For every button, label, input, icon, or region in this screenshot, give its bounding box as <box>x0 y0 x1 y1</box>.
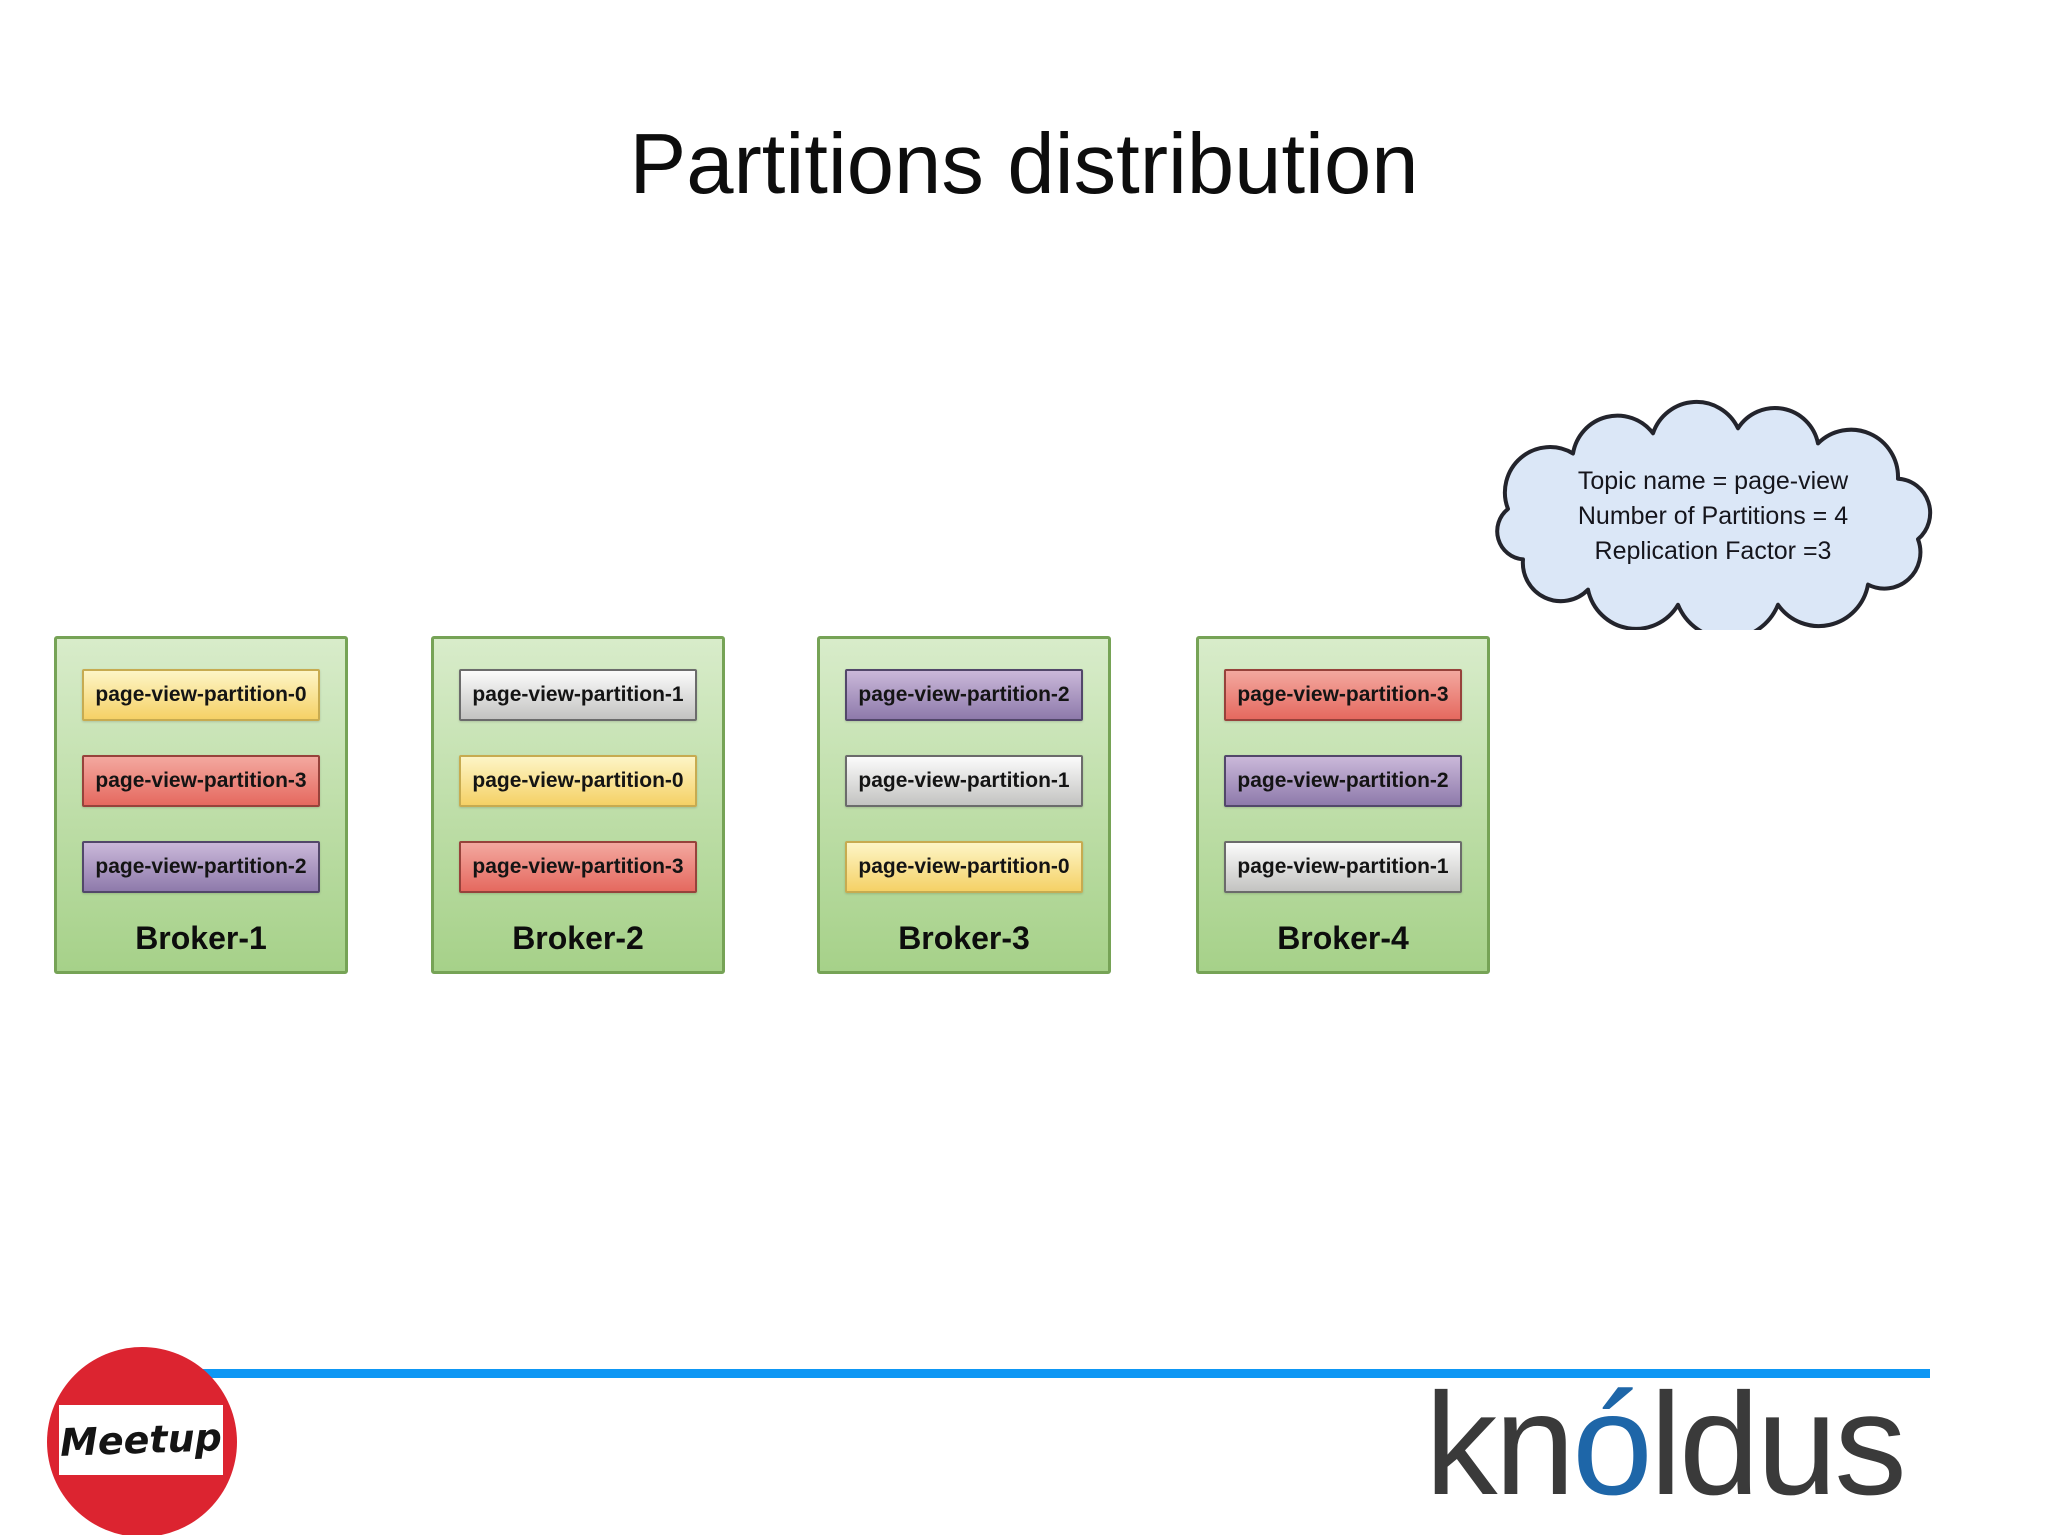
cloud-text: Topic name = page-view Number of Partiti… <box>1478 398 1948 630</box>
broker-box-2: page-view-partition-1 page-view-partition… <box>431 636 725 974</box>
partition-pill: page-view-partition-1 <box>1224 841 1462 893</box>
broker-box-4: page-view-partition-3 page-view-partition… <box>1196 636 1490 974</box>
partition-pill: page-view-partition-0 <box>845 841 1083 893</box>
partition-pill: page-view-partition-2 <box>845 669 1083 721</box>
broker-box-1: page-view-partition-0 page-view-partition… <box>54 636 348 974</box>
cloud-line-topic: Topic name = page-view <box>1577 466 1849 495</box>
cloud-shape <box>1495 399 1933 630</box>
knoldus-logo-accent: ó <box>1572 1363 1653 1525</box>
partition-pill: page-view-partition-1 <box>459 669 697 721</box>
topic-info-callout: Topic name = page-view Number of Partiti… <box>1478 398 1948 630</box>
partition-pill: page-view-partition-3 <box>82 755 320 807</box>
broker-label: Broker-3 <box>898 920 1030 956</box>
meetup-logo-band: Meetup <box>59 1405 223 1475</box>
meetup-logo: Meetup <box>47 1347 237 1535</box>
slide-title: Partitions distribution <box>629 117 1419 212</box>
partition-pill: page-view-partition-0 <box>82 669 320 721</box>
cloud-path <box>1495 399 1933 630</box>
knoldus-logo-prefix: kn <box>1425 1363 1575 1525</box>
broker-label: Broker-4 <box>1277 920 1409 956</box>
partition-pill: page-view-partition-2 <box>82 841 320 893</box>
partition-pill: page-view-partition-3 <box>1224 669 1462 721</box>
knoldus-logo: knóldus <box>1425 1372 1907 1517</box>
broker-label: Broker-2 <box>512 920 644 956</box>
partition-pill: page-view-partition-2 <box>1224 755 1462 807</box>
partition-pill: page-view-partition-1 <box>845 755 1083 807</box>
cloud-line-replication: Replication Factor =3 <box>1594 536 1832 565</box>
broker-box-3: page-view-partition-2 page-view-partition… <box>817 636 1111 974</box>
footer-accent-line <box>150 1369 1930 1378</box>
cloud-line-partitions: Number of Partitions = 4 <box>1577 501 1849 530</box>
meetup-logo-text: Meetup <box>59 1415 223 1465</box>
broker-label: Broker-1 <box>135 920 267 956</box>
partition-pill: page-view-partition-3 <box>459 841 697 893</box>
partition-pill: page-view-partition-0 <box>459 755 697 807</box>
knoldus-logo-suffix: ldus <box>1649 1363 1907 1525</box>
